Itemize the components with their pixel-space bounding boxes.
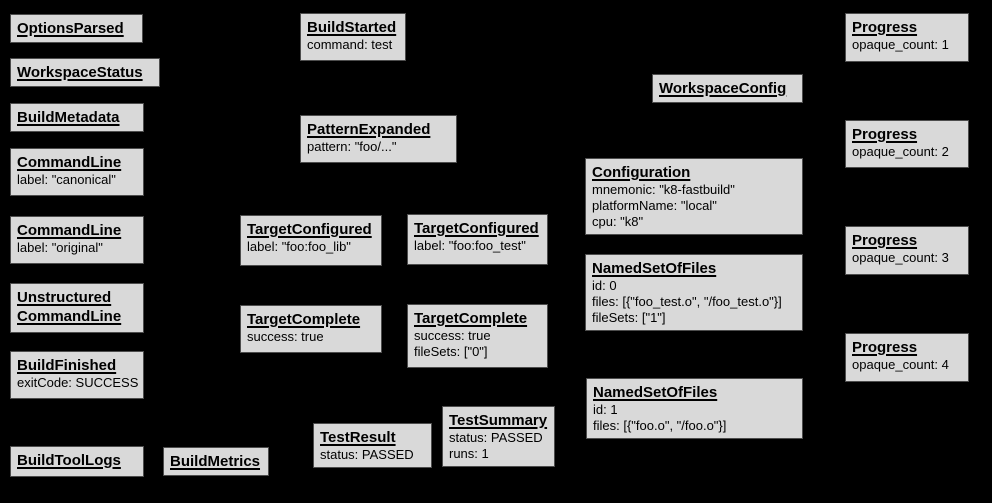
node-title: OptionsParsed <box>17 20 124 37</box>
node-unstructured-command-line: Unstructured CommandLine <box>10 283 144 333</box>
node-attribute: success: true <box>247 329 324 344</box>
node-workspace-config: WorkspaceConfig <box>652 74 803 103</box>
node-attribute: pattern: "foo/..." <box>307 139 397 154</box>
node-title: TargetComplete <box>414 310 528 327</box>
node-attribute: id: 1 <box>593 402 618 417</box>
node-attribute: opaque_count: 1 <box>852 37 949 52</box>
node-title: BuildToolLogs <box>17 452 121 469</box>
node-title: WorkspaceConfig <box>659 80 787 97</box>
node-attribute: label: "original" <box>17 240 103 255</box>
node-title: BuildMetadata <box>17 109 120 126</box>
node-attribute: status: PASSED <box>320 447 414 462</box>
node-attribute: id: 0 <box>592 278 617 293</box>
node-attribute: fileSets: ["1"] <box>592 310 666 325</box>
node-build-metadata: BuildMetadata <box>10 103 144 132</box>
node-attribute: files: [{"foo.o", "/foo.o"}] <box>593 418 727 433</box>
node-attribute: opaque_count: 3 <box>852 250 949 265</box>
node-title: TestSummary <box>449 412 548 429</box>
node-attribute: runs: 1 <box>449 446 489 461</box>
node-attribute: exitCode: SUCCESS <box>17 375 139 390</box>
node-build-tool-logs: BuildToolLogs <box>10 446 144 477</box>
node-title: BuildStarted <box>307 19 397 36</box>
node-workspace-status: WorkspaceStatus <box>10 58 160 87</box>
node-title: TestResult <box>320 429 396 446</box>
node-options-parsed: OptionsParsed <box>10 14 143 43</box>
node-attribute: platformName: "local" <box>592 198 717 213</box>
node-title: BuildMetrics <box>170 453 261 470</box>
node-title: TargetConfigured <box>247 221 372 238</box>
node-attribute: fileSets: ["0"] <box>414 344 488 359</box>
node-attribute: mnemonic: "k8-fastbuild" <box>592 182 735 197</box>
node-title: PatternExpanded <box>307 121 431 138</box>
node-title: NamedSetOfFiles <box>593 384 718 401</box>
node-attribute: label: "foo:foo_lib" <box>247 239 351 254</box>
node-attribute: label: "foo:foo_test" <box>414 238 526 253</box>
node-attribute: success: true <box>414 328 491 343</box>
node-attribute: command: test <box>307 37 393 52</box>
node-title: WorkspaceStatus <box>17 64 143 81</box>
node-attribute: files: [{"foo_test.o", "/foo_test.o"}] <box>592 294 782 309</box>
node-title: Unstructured CommandLine <box>17 289 122 325</box>
node-title: Progress <box>852 19 918 36</box>
node-attribute: status: PASSED <box>449 430 543 445</box>
node-title: Progress <box>852 339 918 356</box>
node-attribute: label: "canonical" <box>17 172 116 187</box>
node-title: BuildFinished <box>17 357 117 374</box>
node-title: TargetComplete <box>247 311 361 328</box>
node-attribute: opaque_count: 2 <box>852 144 949 159</box>
node-title: Progress <box>852 126 918 143</box>
node-title: CommandLine <box>17 154 122 171</box>
node-title: Configuration <box>592 164 691 181</box>
node-title: NamedSetOfFiles <box>592 260 717 277</box>
node-title: TargetConfigured <box>414 220 539 237</box>
node-attribute: opaque_count: 4 <box>852 357 949 372</box>
node-attribute: cpu: "k8" <box>592 214 644 229</box>
node-title: CommandLine <box>17 222 122 239</box>
node-title: Progress <box>852 232 918 249</box>
node-build-metrics: BuildMetrics <box>163 447 269 476</box>
